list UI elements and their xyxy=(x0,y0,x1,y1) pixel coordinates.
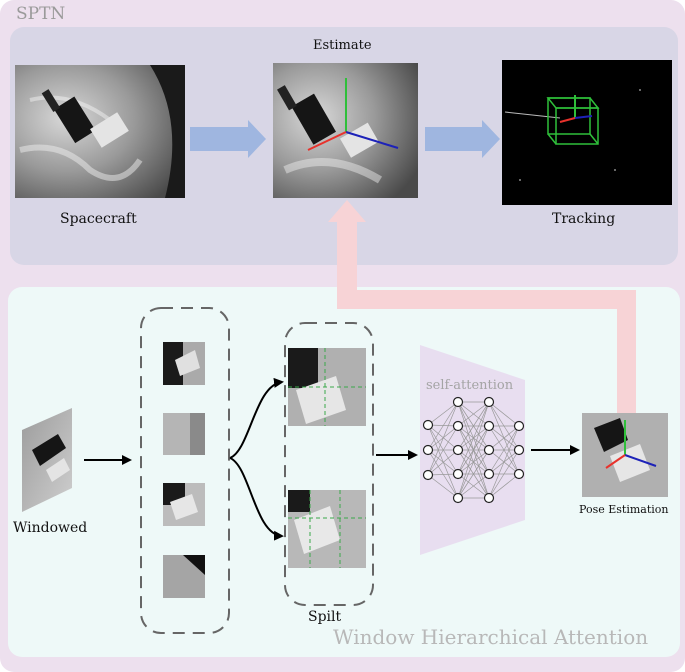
nn-edge xyxy=(427,424,459,475)
nn-node xyxy=(483,420,495,432)
nn-node xyxy=(513,444,525,456)
windowed-image xyxy=(22,408,72,512)
window-patch-4 xyxy=(163,555,205,598)
pose-estimation-image xyxy=(582,413,668,497)
nn-node xyxy=(452,420,464,432)
tracking-image xyxy=(502,60,672,205)
split-label: Spilt xyxy=(308,609,342,625)
nn-node xyxy=(483,492,495,504)
estimate-label: Estimate xyxy=(313,38,372,53)
split-patch-2 xyxy=(288,490,366,568)
nn-node xyxy=(483,396,495,408)
nn-edge xyxy=(457,401,490,451)
nn-edge xyxy=(427,425,459,476)
feedback-arrow xyxy=(328,200,636,413)
nn-edge xyxy=(488,425,520,475)
split-group xyxy=(284,322,374,606)
nn-edge xyxy=(427,424,459,499)
nn-node xyxy=(422,469,434,481)
nn-node xyxy=(452,444,464,456)
neural-network-icon xyxy=(422,396,525,504)
nn-edge xyxy=(457,425,490,499)
nn-node xyxy=(452,468,464,480)
nn-edge xyxy=(488,401,520,427)
nn-edge xyxy=(457,473,490,499)
nn-node xyxy=(452,396,464,408)
window-patch-2 xyxy=(163,413,205,455)
nn-edge xyxy=(457,401,490,475)
spacecraft-image xyxy=(15,65,185,198)
split-patch-1 xyxy=(288,348,366,426)
nn-edge xyxy=(488,473,520,499)
flow-arrow-2 xyxy=(425,120,500,158)
flow-arrow-1 xyxy=(190,120,266,158)
windows-group xyxy=(140,307,230,634)
nn-edge xyxy=(488,425,520,499)
nn-edge xyxy=(457,449,490,499)
split-arrow-down xyxy=(229,457,284,541)
nn-edge xyxy=(427,424,459,451)
nn-edge xyxy=(427,449,459,476)
nn-edge xyxy=(457,401,490,427)
split-arrow-up xyxy=(229,377,284,459)
window-patch-1 xyxy=(163,342,205,385)
nn-edge xyxy=(427,449,459,475)
tracking-label: Tracking xyxy=(552,211,616,227)
nn-node xyxy=(452,492,464,504)
nn-node xyxy=(422,444,434,456)
nn-node xyxy=(483,444,495,456)
estimate-image xyxy=(273,63,418,198)
sptn-title: SPTN xyxy=(16,4,66,24)
window-attention-title: Window Hierarchical Attention xyxy=(333,625,649,649)
window-patch-3 xyxy=(163,483,205,526)
nn-edge xyxy=(427,449,459,499)
nn-edge xyxy=(427,401,459,476)
nn-edge xyxy=(488,425,520,451)
nn-edge xyxy=(457,401,490,499)
spacecraft-label: Spacecraft xyxy=(60,211,137,227)
windowed-label: Windowed xyxy=(13,520,88,536)
nn-edge xyxy=(427,474,459,499)
pose-estimation-label: Pose Estimation xyxy=(579,503,669,516)
nn-node xyxy=(513,468,525,480)
nn-node xyxy=(513,420,525,432)
nn-node xyxy=(422,419,434,431)
nn-edge xyxy=(427,401,459,426)
self-attention-label: self-attention xyxy=(426,378,514,393)
nn-node xyxy=(483,468,495,480)
nn-edge xyxy=(488,449,520,499)
nn-edge xyxy=(427,401,459,451)
